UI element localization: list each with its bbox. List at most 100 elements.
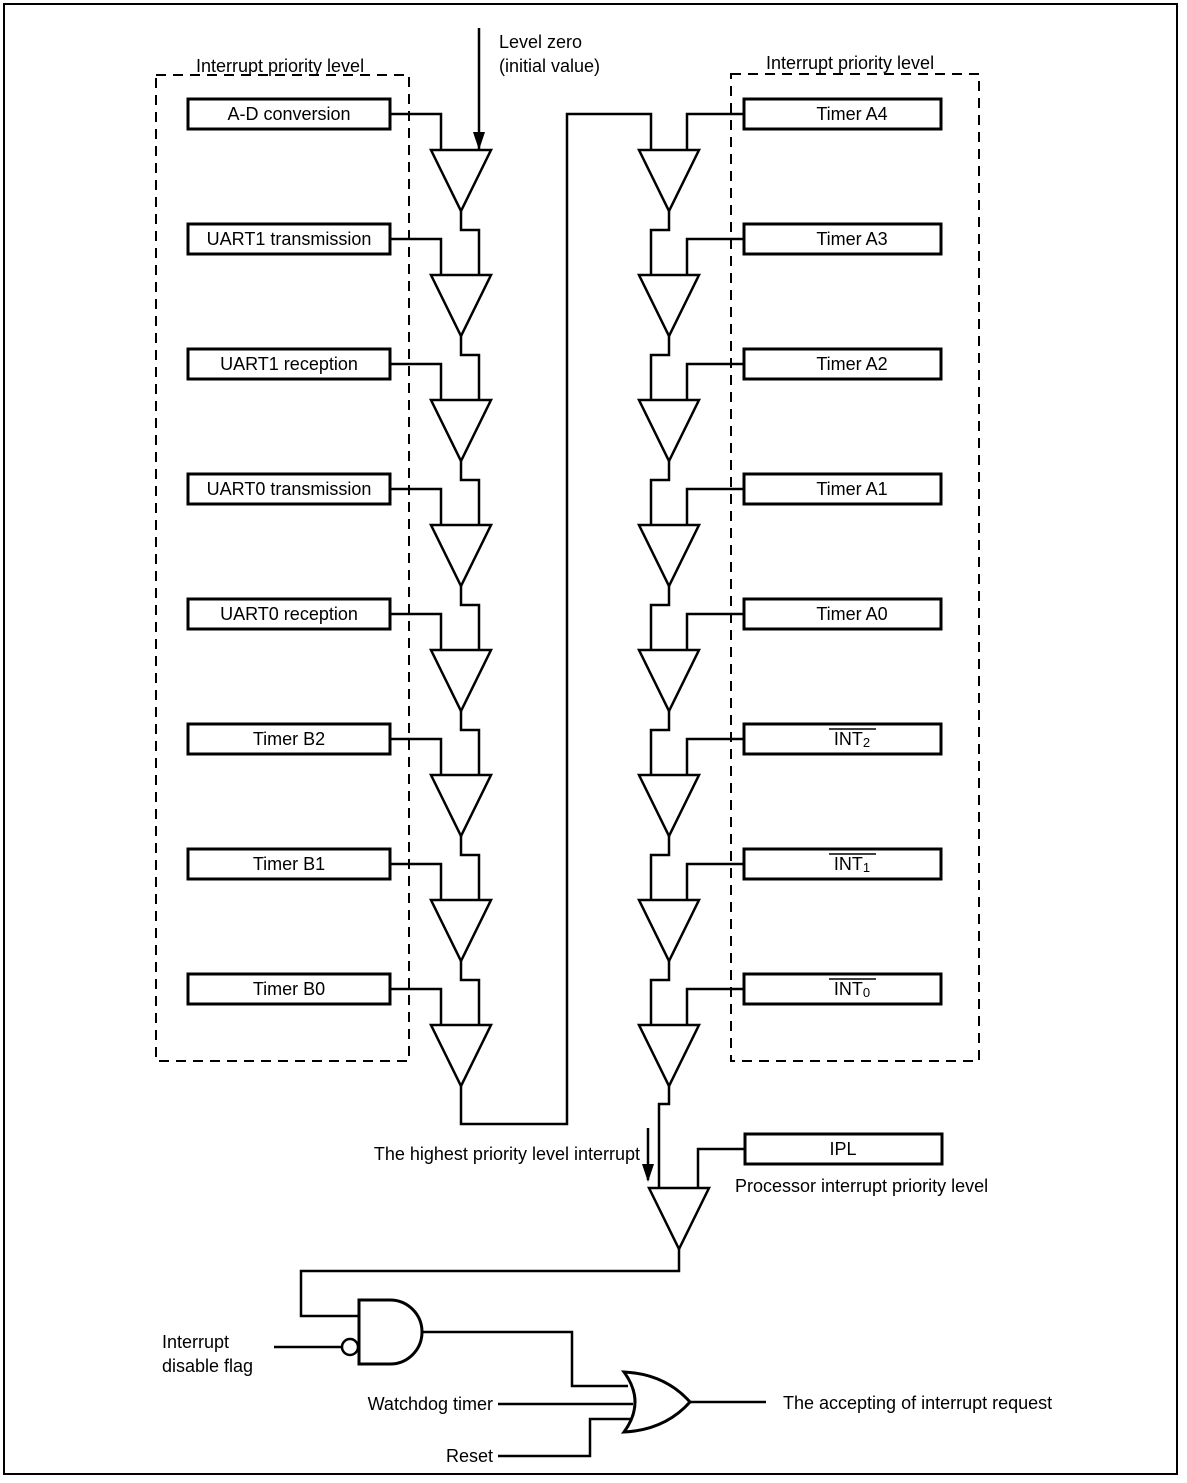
left-chain-wire <box>459 711 481 775</box>
right-priority-comparator <box>636 148 702 214</box>
left-source-wire <box>390 612 443 650</box>
left-source-box <box>186 347 392 381</box>
left-priority-comparator <box>428 148 494 214</box>
right-source-wire <box>685 112 744 150</box>
ipl-comparator <box>646 1186 712 1252</box>
right-chain-wire <box>649 586 671 650</box>
right-chain-wire <box>649 211 671 275</box>
left-source-wire <box>390 487 443 525</box>
inverting-input-bubble <box>340 1337 360 1357</box>
right-chain-wire <box>649 836 671 900</box>
accept-interrupt-label: The accepting of interrupt request <box>783 1393 1052 1413</box>
left-source-label: UART0 reception <box>220 604 358 624</box>
left-priority-comparator <box>428 273 494 339</box>
diagram-frame <box>3 3 1178 1475</box>
left-source-box <box>186 222 392 256</box>
level-zero-arrowhead <box>473 132 485 150</box>
wires <box>274 28 766 1458</box>
level-zero-label-line1: Level zero <box>499 32 582 52</box>
highest-priority-wire <box>657 1086 671 1188</box>
right-source-label: INT2 <box>834 729 870 750</box>
right-source-box <box>742 597 943 631</box>
left-chain-wire <box>459 336 481 400</box>
reset-label: Reset <box>446 1446 493 1466</box>
left-source-wire <box>390 362 443 400</box>
left-source-label: Timer B1 <box>253 854 325 874</box>
and-gate <box>357 1298 424 1366</box>
left-to-right-wire <box>459 112 653 1126</box>
right-source-label: INT0 <box>834 979 870 1000</box>
interrupt-disable-label-line1: Interrupt <box>162 1332 229 1352</box>
left-source-box <box>186 597 392 631</box>
left-source-wire <box>390 237 443 275</box>
left-chain-wire <box>459 961 481 1025</box>
right-source-wire <box>685 862 744 900</box>
left-source-label: Timer B0 <box>253 979 325 999</box>
right-source-label: INT1 <box>834 854 870 875</box>
right-source-wire <box>685 737 744 775</box>
reset-wire <box>498 1417 630 1458</box>
left-source-box <box>186 972 392 1006</box>
right-chain-wire <box>649 711 671 775</box>
left-source-label: A-D conversion <box>227 104 350 124</box>
right-source-box <box>742 97 943 131</box>
left-source-wire <box>390 987 443 1025</box>
right-source-box <box>742 472 943 506</box>
left-priority-comparator <box>428 523 494 589</box>
ipl-box <box>743 1132 944 1166</box>
right-priority-comparator <box>636 773 702 839</box>
right-source-label: Timer A0 <box>816 604 887 624</box>
right-priority-comparator <box>636 898 702 964</box>
left-source-box <box>186 97 392 131</box>
interrupt-disable-label-line2: disable flag <box>162 1356 253 1376</box>
and-to-or-wire <box>422 1330 628 1388</box>
right-source-label: Timer A3 <box>816 229 887 249</box>
left-source-label: UART0 transmission <box>207 479 372 499</box>
left-source-wire <box>390 112 443 150</box>
left-source-box <box>186 472 392 506</box>
right-priority-group <box>730 73 980 1062</box>
right-source-wire <box>685 487 744 525</box>
right-group-header: Interrupt priority level <box>766 53 934 73</box>
ipl-description: Processor interrupt priority level <box>735 1176 988 1196</box>
right-priority-comparator <box>636 523 702 589</box>
left-source-wire <box>390 862 443 900</box>
left-priority-comparator <box>428 773 494 839</box>
right-priority-comparator <box>636 398 702 464</box>
left-source-wire <box>390 737 443 775</box>
or-gate <box>620 1370 693 1434</box>
right-priority-comparator <box>636 1023 702 1089</box>
right-source-label: Timer A1 <box>816 479 887 499</box>
ipl-wire <box>696 1147 745 1188</box>
highest-priority-arrowhead <box>642 1164 654 1182</box>
left-chain-wire <box>459 836 481 900</box>
right-priority-comparator <box>636 648 702 714</box>
right-source-box <box>742 347 943 381</box>
left-priority-comparator <box>428 648 494 714</box>
left-priority-comparator <box>428 398 494 464</box>
left-source-box <box>186 722 392 756</box>
left-group-header: Interrupt priority level <box>196 56 364 76</box>
left-priority-comparator <box>428 1023 494 1089</box>
left-source-box <box>186 847 392 881</box>
right-chain-wire <box>649 461 671 525</box>
comparator-to-and-wire <box>299 1249 681 1318</box>
left-source-label: UART1 reception <box>220 354 358 374</box>
right-chain-wire <box>649 336 671 400</box>
right-chain-wire <box>649 961 671 1025</box>
right-source-wire <box>685 987 744 1025</box>
highest-priority-label: The highest priority level interrupt <box>374 1144 640 1164</box>
right-source-wire <box>685 362 744 400</box>
ipl-box-label: IPL <box>829 1139 856 1159</box>
watchdog-timer-label: Watchdog timer <box>368 1394 493 1414</box>
labels: Interrupt priority level Interrupt prior… <box>162 32 1052 1466</box>
right-source-label: Timer A4 <box>816 104 887 124</box>
right-source-wire <box>685 237 744 275</box>
left-source-label: UART1 transmission <box>207 229 372 249</box>
right-source-label: Timer A2 <box>816 354 887 374</box>
left-chain-wire <box>459 211 481 275</box>
left-chain-wire <box>459 586 481 650</box>
left-priority-comparator <box>428 898 494 964</box>
right-source-box <box>742 222 943 256</box>
left-source-label: Timer B2 <box>253 729 325 749</box>
